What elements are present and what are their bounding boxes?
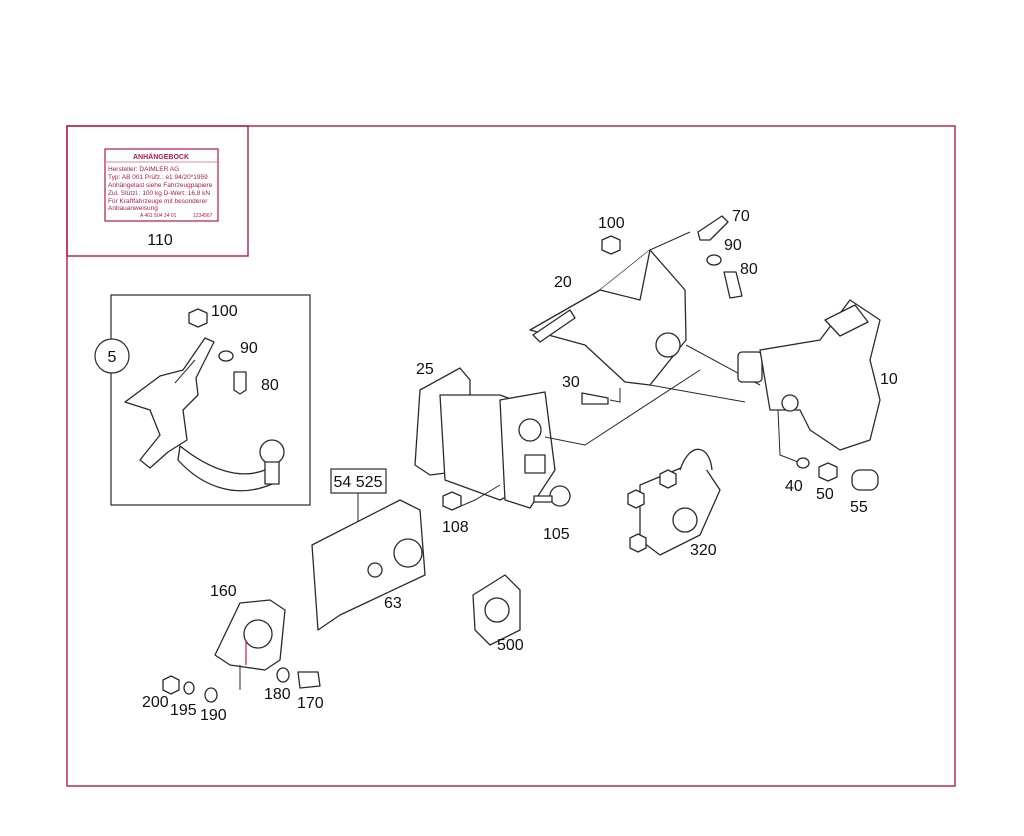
pos-170: 170 — [297, 695, 324, 712]
nut-icon — [659, 469, 677, 489]
nut-icon — [601, 235, 621, 255]
mounting-housing-25: 25 — [414, 361, 701, 509]
type-plate — [104, 148, 219, 222]
pos-54525: 54 525 — [334, 474, 383, 491]
plate-heading: ANHÄNGEBOCK — [133, 153, 189, 161]
inset-callout-label: 5 — [108, 349, 117, 366]
pos-40: 40 — [785, 478, 803, 495]
pos-63: 63 — [384, 595, 402, 612]
pos-110: 110 — [147, 232, 173, 249]
plate-line-3: Anhängelast siehe Fahrzeugpapiere — [108, 182, 213, 189]
kit-label-box — [330, 468, 387, 494]
pos-90: 90 — [724, 237, 742, 254]
pos-195: 195 — [170, 702, 197, 719]
pos-80: 80 — [740, 261, 758, 278]
pos-30: 30 — [562, 374, 580, 391]
diagram-frame — [66, 125, 956, 787]
pos-55: 55 — [850, 499, 868, 516]
nut-icon — [629, 533, 647, 553]
pos-160: 160 — [210, 583, 237, 600]
pos-100-inset: 100 — [211, 303, 238, 320]
inset-ball-coupling: 5 100 90 80 — [94, 294, 311, 506]
pos-25: 25 — [416, 361, 434, 378]
pos-500: 500 — [497, 637, 524, 654]
towing-hook-10: 10 — [737, 299, 898, 463]
bracket-20: 20 — [529, 231, 761, 403]
nut-icon — [818, 462, 838, 482]
inset-callout-circle — [94, 338, 130, 374]
plate-line-6: Anbauanweisung — [108, 205, 158, 212]
plate-part-number: A 461 504 34 01 — [140, 213, 177, 219]
plate-serial: 1234567 — [193, 213, 213, 219]
pos-70: 70 — [732, 208, 750, 225]
pos-100: 100 — [598, 215, 625, 232]
plate-line-5: Für Kraftfahrzeuge mit besonderer — [108, 198, 208, 205]
coupling-assembly-320: 320 — [627, 448, 721, 559]
pos-50: 50 — [816, 486, 834, 503]
plate-line-1: Hersteller: DAIMLER AG — [108, 166, 179, 173]
pos-10: 10 — [880, 371, 898, 388]
nut-icon — [188, 308, 208, 328]
pos-180: 180 — [264, 686, 291, 703]
pos-320: 320 — [690, 542, 717, 559]
nut-icon — [162, 675, 180, 695]
nut-icon — [442, 491, 462, 511]
pos-80-inset: 80 — [261, 377, 279, 394]
pos-190: 190 — [200, 707, 227, 724]
label-plate-box: ANHÄNGEBOCK Hersteller: DAIMLER AG Typ: … — [66, 125, 249, 257]
pos-108: 108 — [442, 519, 469, 536]
plate-line-4: Zul. Stützl.: 100 kg D-Wert: 16,8 kN — [108, 190, 210, 197]
nut-icon — [627, 489, 645, 509]
plate-line-2: Typ: AB 001 Prüfz.: e1 94/20*1959 — [108, 174, 208, 181]
pos-200: 200 — [142, 694, 169, 711]
pos-20: 20 — [554, 274, 572, 291]
pos-105: 105 — [543, 526, 570, 543]
pos-90-inset: 90 — [240, 340, 258, 357]
